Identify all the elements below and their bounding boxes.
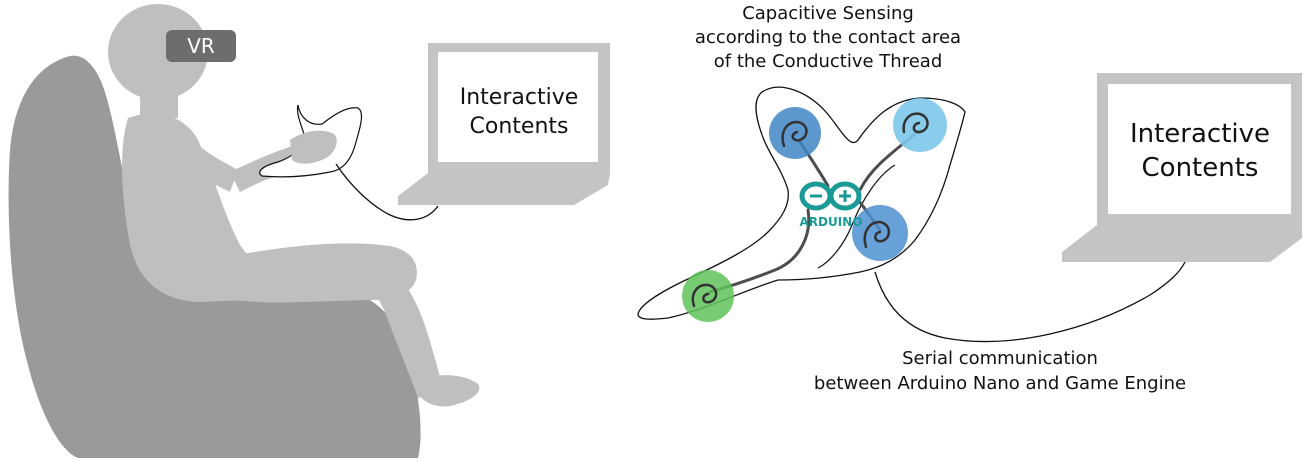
serial-caption-line1: Serial communication [902, 348, 1098, 369]
sensing-caption-line2: according to the contact area [695, 27, 961, 48]
wing-fold-line [817, 164, 896, 269]
laptop-large-screen-line1: Interactive [1130, 119, 1270, 149]
sensing-pad-bottom-left [682, 270, 734, 322]
sensing-caption-line3: of the Conductive Thread [714, 51, 943, 72]
cable-controller-laptop [335, 163, 439, 221]
sensing-pad-top-left [769, 107, 821, 159]
arduino-logo [799, 181, 862, 211]
fabric-controller-outline [637, 86, 966, 320]
holding-hand [290, 130, 337, 164]
laptop-large [1062, 73, 1302, 262]
vr-label: VR [187, 34, 215, 58]
cable-controller-laptop-large [874, 261, 1186, 343]
sensing-pad-middle-right [852, 205, 908, 261]
serial-caption-line2: between Arduino Nano and Game Engine [814, 373, 1186, 394]
laptop-small [398, 43, 610, 205]
person-silhouette [108, 4, 480, 407]
vr-headset [166, 30, 236, 62]
beanbag-chair [8, 55, 421, 459]
laptop-small-screen-line2: Contents [470, 114, 569, 139]
laptop-large-screen-line2: Contents [1142, 153, 1259, 183]
sensing-caption-line1: Capacitive Sensing [742, 3, 914, 24]
laptop-small-screen-line1: Interactive [460, 85, 579, 110]
arduino-label: ARDUINO [800, 215, 863, 229]
sensing-pad-top-right [893, 98, 947, 152]
